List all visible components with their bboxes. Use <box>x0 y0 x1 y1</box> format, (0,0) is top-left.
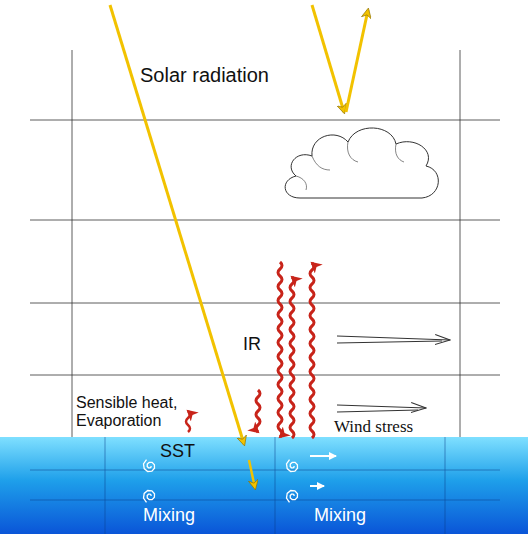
eddy-symbol <box>287 491 298 503</box>
ir-wave-arrow <box>310 263 314 438</box>
flux-label: Sensible heat, Evaporation <box>76 394 206 431</box>
wind-label: Wind stress <box>334 417 413 437</box>
title-label: Solar radiation <box>140 64 269 87</box>
ocean-grid <box>30 437 500 534</box>
eddy-symbol <box>144 491 155 503</box>
ir-wave-arrow <box>278 262 282 437</box>
ir-wave-arrow <box>256 390 260 432</box>
cloud <box>285 128 438 198</box>
grid-lines <box>30 50 500 437</box>
mixing-eddies <box>144 460 298 503</box>
eddy-symbol <box>287 460 298 472</box>
cloud-detail <box>296 142 404 190</box>
infrared-arrows <box>186 262 314 438</box>
mixing-label: Mixing <box>143 505 195 526</box>
ir-label: IR <box>243 334 261 355</box>
ocean-layer <box>0 437 528 534</box>
current-arrows <box>310 456 336 486</box>
mixing-label: Mixing <box>314 505 366 526</box>
ir-wave-arrow <box>186 411 190 432</box>
sst-label: SST <box>160 441 195 462</box>
wind-arrows <box>337 336 450 412</box>
eddy-symbol <box>144 460 155 472</box>
ir-wave-arrow <box>290 277 294 438</box>
